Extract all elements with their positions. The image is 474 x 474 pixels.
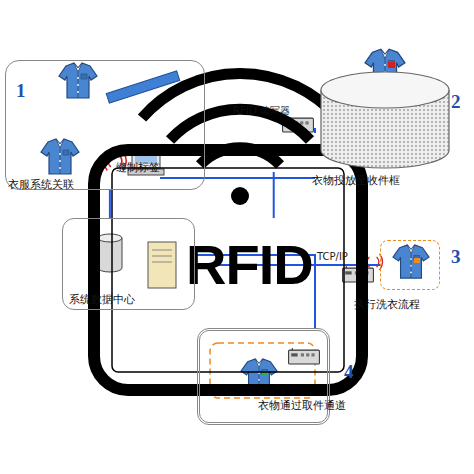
washing-box: 执行洗衣流程 [380,240,440,290]
node-text: 衣物通过取件通道 [258,399,346,413]
node-text: 衣服系统关联 [8,178,74,192]
node-text: 系统数据中心 [69,293,135,307]
reader-label: RFID 读写器 [233,104,290,118]
callout-number: 2 [451,91,461,113]
node-text: 衣物投放至收件框 [312,174,400,188]
data-center-box: 系统数据中心 [62,218,195,310]
node-text: 缝制标签 [116,161,160,175]
node-text: 执行洗衣流程 [354,298,420,312]
collection-basket: 衣物投放至收件框 [318,68,452,172]
callout-number: 1 [16,80,26,102]
callout-number: 4 [344,361,354,383]
basket-outline [318,68,452,172]
callout-number: 3 [451,246,461,268]
network-link [109,190,111,218]
pickup-channel-box: 衣物通过取件通道 [197,328,330,425]
watermark-text: RFID [186,232,313,297]
network-link [273,172,275,218]
edge-label: TCP/IP [317,251,348,262]
step-group-box: 缝制标签衣服系统关联 [5,60,205,190]
